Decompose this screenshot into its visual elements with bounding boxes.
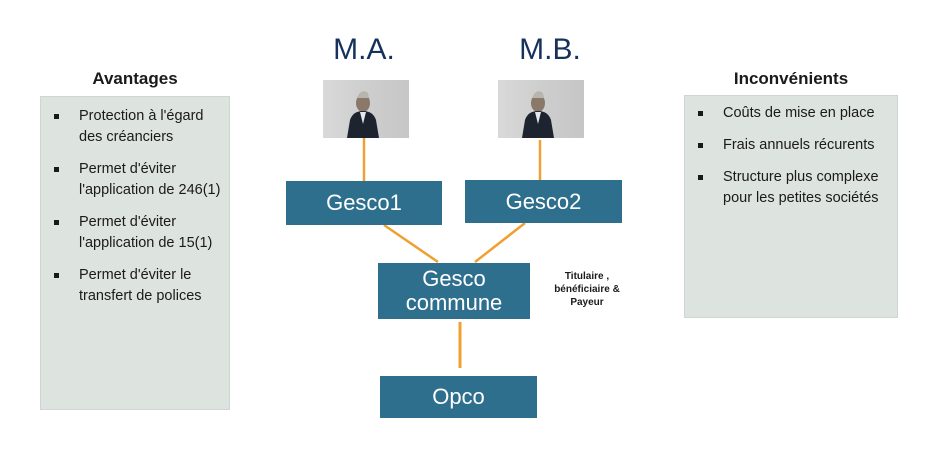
bullet-icon — [698, 175, 703, 180]
person-a-photo — [323, 80, 409, 138]
advantage-item: Permet d'éviter le transfert de polices — [41, 265, 229, 307]
bullet-icon — [698, 143, 703, 148]
disadvantages-panel: Coûts de mise en place Frais annuels réc… — [684, 95, 898, 318]
advantage-item: Permet d'éviter l'application de 15(1) — [41, 212, 229, 254]
advantages-panel: Protection à l'égard des créanciers Perm… — [40, 96, 230, 410]
bullet-icon — [54, 114, 59, 119]
advantage-item: Permet d'éviter l'application de 246(1) — [41, 159, 229, 201]
connector-gesco1-commune — [383, 223, 439, 264]
bullet-icon — [54, 273, 59, 278]
gesco-commune-line1: Gesco — [422, 266, 486, 291]
person-b-photo — [498, 80, 584, 138]
connector-gesco2-commune — [474, 222, 526, 263]
disadvantages-title: Inconvénients — [733, 69, 849, 88]
role-label-line3: Payeur — [570, 297, 604, 308]
disadvantage-item: Coûts de mise en place — [685, 103, 897, 124]
bullet-icon — [698, 111, 703, 116]
gesco-commune-box: Gesco commune — [378, 263, 530, 319]
gesco2-box: Gesco2 — [465, 180, 622, 223]
role-label: Titulaire , bénéficiaire & Payeur — [532, 270, 642, 309]
bullet-icon — [54, 220, 59, 225]
disadvantage-item: Frais annuels récurents — [685, 135, 897, 156]
opco-box: Opco — [380, 376, 537, 418]
person-a-name: M.A. — [333, 33, 395, 66]
person-b-name: M.B. — [519, 33, 581, 66]
advantages-title: Avantages — [92, 69, 178, 88]
advantage-item: Protection à l'égard des créanciers — [41, 106, 229, 148]
disadvantages-list: Coûts de mise en place Frais annuels réc… — [685, 103, 897, 209]
person-silhouette-icon — [522, 91, 554, 138]
role-label-line1: Titulaire , — [564, 271, 610, 282]
bullet-icon — [54, 167, 59, 172]
advantages-list: Protection à l'égard des créanciers Perm… — [41, 106, 229, 307]
gesco1-box: Gesco1 — [286, 181, 442, 225]
role-label-line2: bénéficiaire & — [554, 284, 620, 295]
person-silhouette-icon — [347, 91, 379, 138]
disadvantage-item: Structure plus complexe pour les petites… — [685, 167, 897, 209]
gesco-commune-line2: commune — [405, 290, 503, 315]
